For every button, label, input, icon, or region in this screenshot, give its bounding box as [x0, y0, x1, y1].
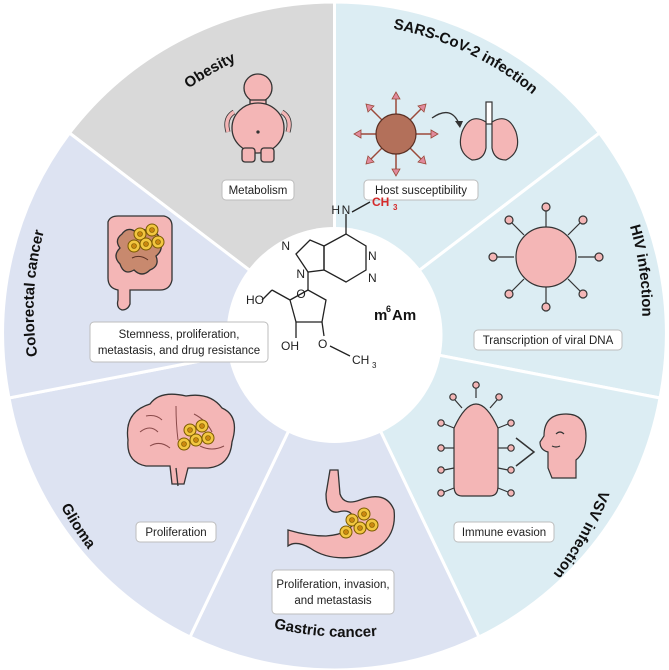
host-susceptibility-label-box: Host susceptibility	[363, 179, 479, 201]
o-label: O	[318, 337, 327, 351]
host-susceptibility-label: Host susceptibility	[375, 185, 467, 197]
ho-label: HO	[246, 293, 264, 307]
colorectal-label-box: Stemness, proliferation, metastasis, and…	[89, 321, 269, 363]
oh-label: OH	[281, 339, 299, 353]
sector-glioma	[7, 332, 338, 640]
lungs-icon	[459, 101, 519, 161]
ome-label: CH	[352, 353, 369, 367]
ring-n-left: N	[281, 239, 290, 253]
metabolism-label: Metabolism	[229, 185, 288, 197]
hiv-virus-icon	[488, 202, 604, 312]
m6am-m: m	[374, 307, 387, 324]
coronavirus-icon	[353, 91, 439, 177]
obese-person-icon	[224, 73, 292, 163]
molecule-labels: N H CH 3 N N N N HO OH O CH 3 O	[246, 195, 398, 370]
ring-n-low: N	[368, 271, 377, 285]
viral-dna-label: Transcription of viral DNA	[483, 335, 614, 347]
m6am-sup: 6	[386, 304, 391, 314]
stomach-icon	[287, 469, 396, 559]
viral-dna-label-box: Transcription of viral DNA	[473, 329, 623, 351]
vsv-virus-icon	[437, 381, 515, 497]
proliferation-label: Proliferation	[145, 527, 206, 539]
gastric-label-line2: and metastasis	[294, 595, 372, 607]
methyl-label: CH	[372, 195, 389, 209]
colorectal-label-line1: Stemness, proliferation,	[119, 329, 240, 341]
colorectal-label-line2: metastasis, and drug resistance	[98, 345, 260, 357]
ring-n-right: N	[368, 249, 377, 263]
ring-o-label: O	[296, 287, 305, 301]
arrowhead-icon	[455, 121, 463, 128]
nh-n-label: N	[342, 203, 351, 217]
human-head-icon	[539, 413, 587, 479]
m6am-label: m 6 Am	[374, 304, 416, 324]
metabolism-label-box: Metabolism	[221, 179, 295, 201]
gastric-label-box: Proliferation, invasion, and metastasis	[271, 569, 395, 615]
proliferation-label-box: Proliferation	[135, 521, 217, 543]
nh-h-label: H	[331, 203, 340, 217]
m6am-molecule	[261, 201, 371, 357]
methyl-sub: 3	[393, 203, 398, 212]
immune-evasion-label-box: Immune evasion	[453, 521, 555, 543]
greater-than-icon	[515, 437, 536, 467]
gastric-label-line1: Proliferation, invasion,	[276, 579, 389, 591]
immune-evasion-label: Immune evasion	[462, 527, 546, 539]
center-circle	[226, 227, 443, 443]
m6am-rest: Am	[392, 307, 416, 324]
ome-sub: 3	[372, 361, 377, 370]
ring-n-bottom: N	[296, 267, 305, 281]
